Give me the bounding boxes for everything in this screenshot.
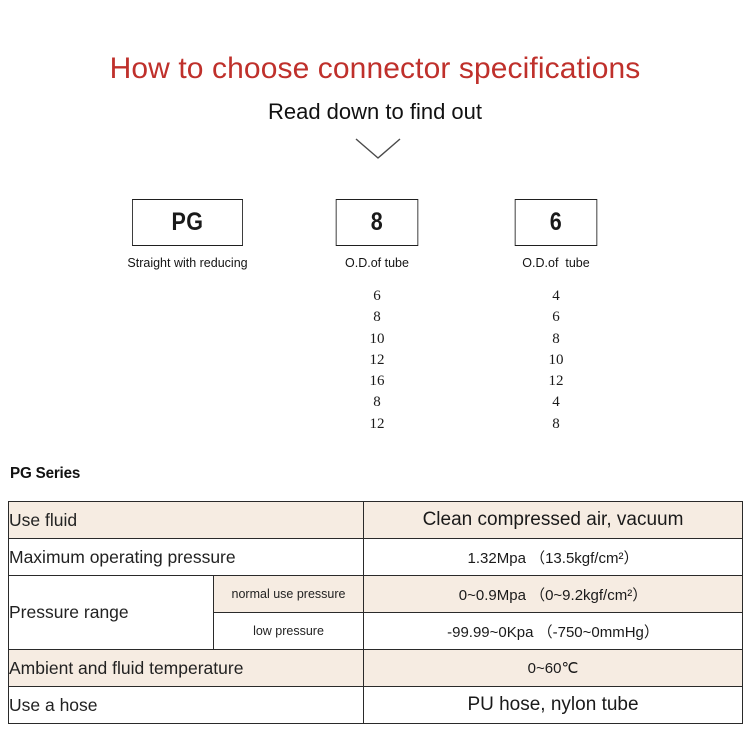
table-row: Maximum operating pressure 1.32Mpa （13.5… — [8, 538, 743, 576]
code-box-row: PG 8 6 — [0, 199, 750, 247]
spec-value: 1.32Mpa （13.5kgf/cm²） — [363, 538, 743, 576]
spec-value: -99.99~0Kpa （-750~0mmHg） — [363, 612, 743, 650]
table-row: Use a hose PU hose, nylon tube — [8, 686, 743, 724]
option-value[interactable]: 4 — [552, 394, 560, 411]
spec-label: Pressure range — [8, 575, 214, 650]
spec-label: Use a hose — [8, 686, 364, 724]
option-value[interactable]: 12 — [369, 351, 385, 368]
option-value[interactable]: 4 — [552, 288, 560, 304]
option-column-tube-od-1: 6 8 10 12 16 8 12 — [329, 286, 425, 435]
option-value[interactable]: 10 — [548, 351, 564, 368]
option-value[interactable]: 8 — [373, 309, 381, 326]
option-column-tube-od-2: 4 6 8 10 12 4 8 — [508, 286, 604, 435]
option-value[interactable]: 12 — [369, 415, 385, 432]
option-value[interactable]: 6 — [373, 288, 381, 304]
table-row: low pressure -99.99~0Kpa （-750~0mmHg） — [9, 612, 743, 650]
table-row: Use fluid Clean compressed air, vacuum — [8, 501, 743, 539]
option-value[interactable]: 12 — [548, 373, 564, 390]
code-box-tube-od-2[interactable]: 6 — [514, 199, 598, 246]
spec-value: 0~60℃ — [363, 649, 743, 687]
option-value[interactable]: 8 — [373, 394, 381, 411]
page-subtitle: Read down to find out — [267, 99, 483, 124]
spec-value: PU hose, nylon tube — [363, 686, 743, 724]
table-row: Pressure range normal use pressure 0~0.9… — [8, 575, 743, 650]
code-caption-prefix: Straight with reducing — [127, 256, 248, 270]
specification-table: Use fluid Clean compressed air, vacuum M… — [8, 501, 743, 724]
series-heading: PG Series — [10, 465, 81, 482]
spec-sublabel: normal use pressure — [213, 575, 364, 613]
spec-value: 0~0.9Mpa （0~9.2kgf/cm²） — [363, 575, 743, 613]
spec-label: Ambient and fluid temperature — [8, 649, 364, 687]
code-caption-tube-od-1: O.D.of tube — [345, 256, 409, 270]
spec-label: Maximum operating pressure — [8, 538, 364, 576]
page-title: How to choose connector specifications — [109, 52, 641, 85]
spec-value: Clean compressed air, vacuum — [363, 501, 743, 539]
option-value[interactable]: 16 — [369, 373, 385, 390]
option-value[interactable]: 8 — [552, 330, 560, 347]
code-caption-tube-od-2: O.D.of tube — [522, 256, 590, 270]
spec-label: Use fluid — [8, 501, 364, 539]
option-value[interactable]: 6 — [552, 309, 560, 326]
option-value[interactable]: 8 — [552, 415, 560, 432]
chevron-down-icon — [355, 136, 401, 162]
code-box-tube-od-1[interactable]: 8 — [335, 199, 419, 246]
option-value[interactable]: 10 — [369, 330, 385, 347]
code-box-prefix[interactable]: PG — [132, 199, 243, 246]
table-row: Ambient and fluid temperature 0~60℃ — [8, 649, 743, 687]
spec-sublabel: low pressure — [213, 612, 364, 650]
